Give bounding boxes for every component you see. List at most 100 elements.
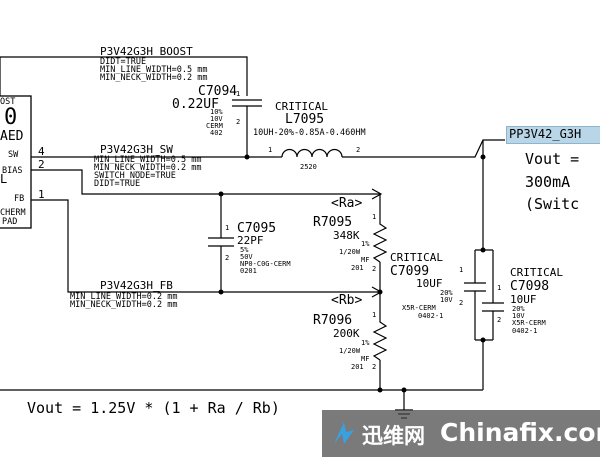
capacitor-c7095: C7095 22PF 1 2 5% 50V NP0-C0G-CERM 0201 bbox=[208, 221, 291, 275]
net-boost-prop: DIDT=TRUE bbox=[100, 57, 146, 67]
vout-note-line: Vout = bbox=[525, 150, 580, 168]
c7098-ref: C7098 bbox=[510, 279, 549, 294]
ic-pin-fb: FB bbox=[14, 194, 24, 204]
ic-pin-cherm: CHERM bbox=[0, 208, 26, 218]
l7095-pin2: 2 bbox=[356, 146, 360, 154]
net-labels: P3V42G3H_BOOST DIDT=TRUE MIN_LINE_WIDTH=… bbox=[70, 45, 207, 310]
net-sw-prop: MIN_LINE_WIDTH=0.5 mm bbox=[94, 155, 201, 165]
r7095-spec-type: MF bbox=[361, 256, 369, 264]
resistor-zigzag-icon bbox=[372, 318, 388, 361]
c7098-spec-diel: X5R-CERM bbox=[512, 319, 546, 327]
watermark-banner: 迅维网 Chinafix.com bbox=[322, 410, 600, 457]
net-boost-prop: MIN_NECK_WIDTH=0.2 mm bbox=[100, 73, 207, 83]
c7099-spec-volt: 10V bbox=[440, 296, 453, 304]
junction-dot bbox=[218, 289, 224, 295]
c7094-spec-diel: CERM bbox=[206, 122, 223, 130]
net-sw-prop: SWITCH_NODE=TRUE bbox=[94, 171, 176, 181]
c7094-spec-pkg: 402 bbox=[210, 129, 223, 137]
c7094-spec-tol: 10% bbox=[210, 108, 223, 116]
net-arrow-icon bbox=[371, 286, 383, 298]
c7099-spec-diel: X5R-CERM bbox=[402, 304, 436, 312]
c7098-value: 10UF bbox=[510, 293, 537, 306]
c7098-pin1: 1 bbox=[497, 284, 501, 292]
c7098-spec-pkg: 0402-1 bbox=[512, 327, 537, 335]
l7095-ref: L7095 bbox=[285, 112, 324, 127]
net-sw-prop: DIDT=TRUE bbox=[94, 179, 140, 189]
r7095-pin1: 1 bbox=[372, 213, 376, 221]
junction-dot bbox=[480, 337, 486, 343]
vout-formula: Vout = 1.25V * (1 + Ra / Rb) bbox=[27, 399, 280, 417]
c7099-pin1: 1 bbox=[459, 266, 463, 274]
ic-pin-number-sw: 4 bbox=[38, 145, 45, 158]
l7095-critical: CRITICAL bbox=[275, 100, 328, 113]
l7095-value: 10UH-20%-0.85A-0.460HM bbox=[253, 128, 366, 138]
resistor-r7095: <Ra> R7095 1 348K 1% 1/20W MF 201 2 bbox=[313, 196, 388, 273]
c7099-pin2: 2 bbox=[459, 299, 463, 307]
ic-pin-pad: PAD bbox=[2, 217, 17, 227]
c7095-spec-tol: 5% bbox=[240, 246, 249, 254]
r7096-spec-tol: 1% bbox=[361, 339, 370, 347]
junction-dot bbox=[218, 191, 224, 197]
c7095-value: 22PF bbox=[237, 234, 264, 247]
r7095-ref: R7095 bbox=[313, 215, 352, 230]
wire-boost bbox=[0, 56, 248, 96]
r7096-pin2: 2 bbox=[372, 363, 376, 371]
junction-dot bbox=[480, 247, 486, 253]
ic-pin-bias: BIAS bbox=[2, 166, 22, 176]
ic-body bbox=[0, 95, 32, 229]
net-output-name: PP3V42_G3H bbox=[509, 127, 582, 141]
net-fb-prop: MIN_LINE_WIDTH=0.2 mm bbox=[70, 292, 177, 302]
ic-block: OST 0 AED SW BIAS L FB CHERM PAD 4 2 1 bbox=[0, 95, 45, 229]
l7095-pin1: 1 bbox=[268, 146, 272, 154]
net-sw-prop: MIN_NECK_WIDTH=0.2 mm bbox=[94, 163, 201, 173]
wire-fb bbox=[31, 199, 380, 293]
net-arrow-icon bbox=[371, 188, 383, 200]
resistor-r7096: <Rb> R7096 1 200K 1% 1/20W MF 201 2 bbox=[313, 293, 388, 371]
ic-pin-number-bias: 2 bbox=[38, 158, 45, 171]
c7098-critical: CRITICAL bbox=[510, 266, 563, 279]
r7096-value: 200K bbox=[333, 327, 360, 340]
junctions bbox=[218, 154, 486, 393]
chinafix-logo-icon bbox=[334, 422, 354, 444]
r7095-tag: <Ra> bbox=[331, 196, 362, 211]
net-boost-name: P3V42G3H_BOOST bbox=[100, 45, 193, 58]
capacitor-c7098: CRITICAL C7098 10UF 1 2 20% 10V X5R-CERM… bbox=[482, 266, 563, 335]
capacitor-c7094: C7094 0.22UF 1 2 10% 10V CERM 402 bbox=[172, 84, 262, 137]
c7099-spec-tol: 20% bbox=[440, 289, 453, 297]
c7095-spec-volt: 50V bbox=[240, 253, 253, 261]
r7095-spec-tol: 1% bbox=[361, 240, 370, 248]
ic-pin-boost: OST bbox=[0, 97, 15, 107]
l7095-package: 2520 bbox=[300, 163, 317, 171]
ic-part-char: 0 bbox=[4, 105, 17, 130]
r7096-spec-type: MF bbox=[361, 355, 369, 363]
ic-label-l: L bbox=[0, 172, 7, 186]
c7099-critical: CRITICAL bbox=[390, 251, 443, 264]
r7096-ref: R7096 bbox=[313, 313, 352, 328]
r7096-spec-power: 1/20W bbox=[339, 347, 361, 355]
c7095-spec-pkg: 0201 bbox=[240, 267, 257, 275]
c7099-value: 10UF bbox=[416, 277, 443, 290]
net-output-highlight bbox=[506, 126, 600, 144]
c7094-pin1: 1 bbox=[236, 90, 240, 98]
ic-pin-sw: SW bbox=[8, 150, 19, 160]
ic-label-aed: AED bbox=[0, 129, 24, 144]
r7096-pin1: 1 bbox=[372, 311, 376, 319]
vout-note-line: 300mA bbox=[525, 173, 571, 191]
net-sw-name: P3V42G3H_SW bbox=[100, 143, 173, 156]
watermark-en-text: Chinafix.com bbox=[440, 418, 600, 447]
c7095-ref: C7095 bbox=[237, 221, 276, 236]
capacitor-c7099: CRITICAL C7099 10UF 1 2 20% 10V X5R-CERM… bbox=[390, 251, 486, 320]
c7098-spec-tol: 20% bbox=[512, 305, 525, 313]
net-fb-prop: MIN_NECK_WIDTH=0.2 mm bbox=[70, 300, 177, 310]
c7094-pin2: 2 bbox=[236, 118, 240, 126]
resistor-zigzag-icon bbox=[372, 220, 388, 263]
c7098-pin2: 2 bbox=[497, 316, 501, 324]
r7095-pin2: 2 bbox=[372, 265, 376, 273]
r7096-spec-pkg: 201 bbox=[351, 363, 364, 371]
wire-out bbox=[342, 139, 505, 158]
c7095-pin2: 2 bbox=[225, 254, 229, 262]
c7094-spec-volt: 10V bbox=[210, 115, 223, 123]
c7094-value: 0.22UF bbox=[172, 97, 219, 112]
net-fb-name: P3V42G3H_FB bbox=[100, 279, 173, 292]
